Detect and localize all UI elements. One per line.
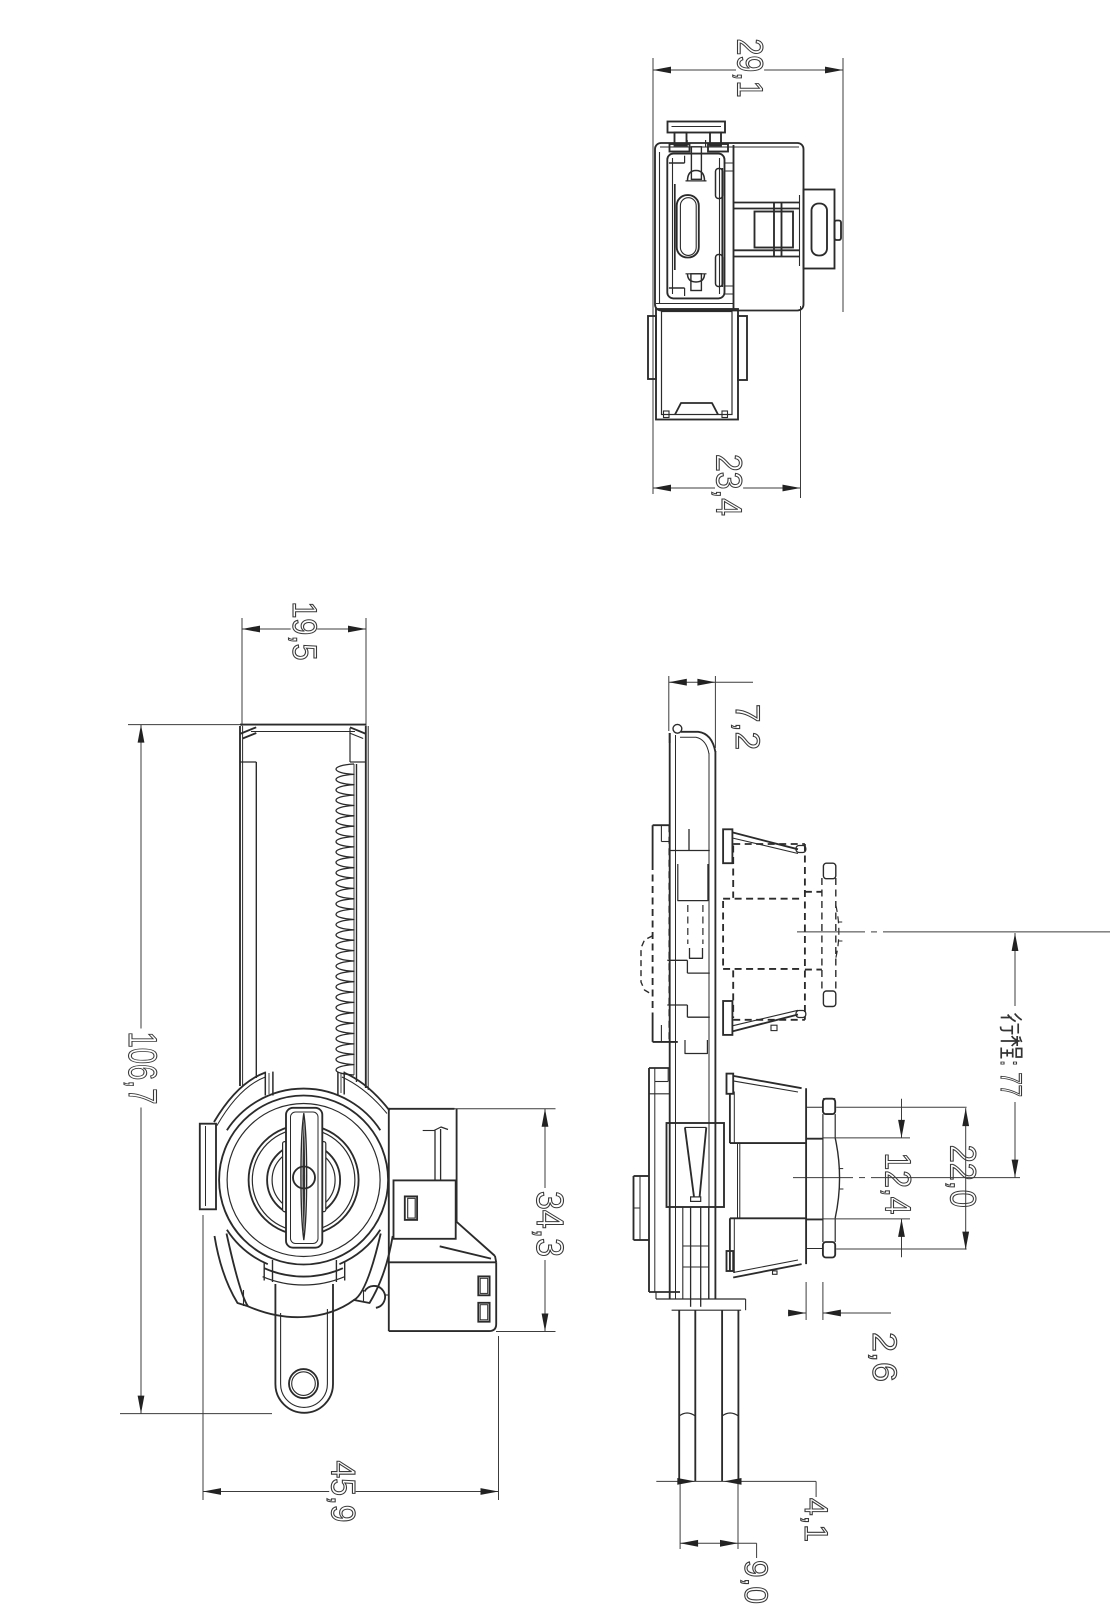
- svg-text:19,5: 19,5: [285, 602, 323, 661]
- svg-text:7,2: 7,2: [728, 704, 766, 750]
- svg-text:9,0: 9,0: [738, 1560, 774, 1604]
- svg-text:23,4: 23,4: [709, 454, 750, 516]
- svg-text:4,1: 4,1: [798, 1498, 834, 1542]
- svg-text:: 77: : 77: [994, 1060, 1027, 1097]
- svg-text:34,3: 34,3: [528, 1191, 570, 1257]
- svg-text:22,0: 22,0: [943, 1145, 984, 1208]
- svg-text:106,7: 106,7: [120, 1032, 164, 1105]
- svg-text:12,4: 12,4: [878, 1153, 919, 1215]
- svg-text:29,1: 29,1: [730, 39, 771, 98]
- svg-text:2,6: 2,6: [865, 1332, 903, 1382]
- svg-text:45,9: 45,9: [324, 1461, 362, 1523]
